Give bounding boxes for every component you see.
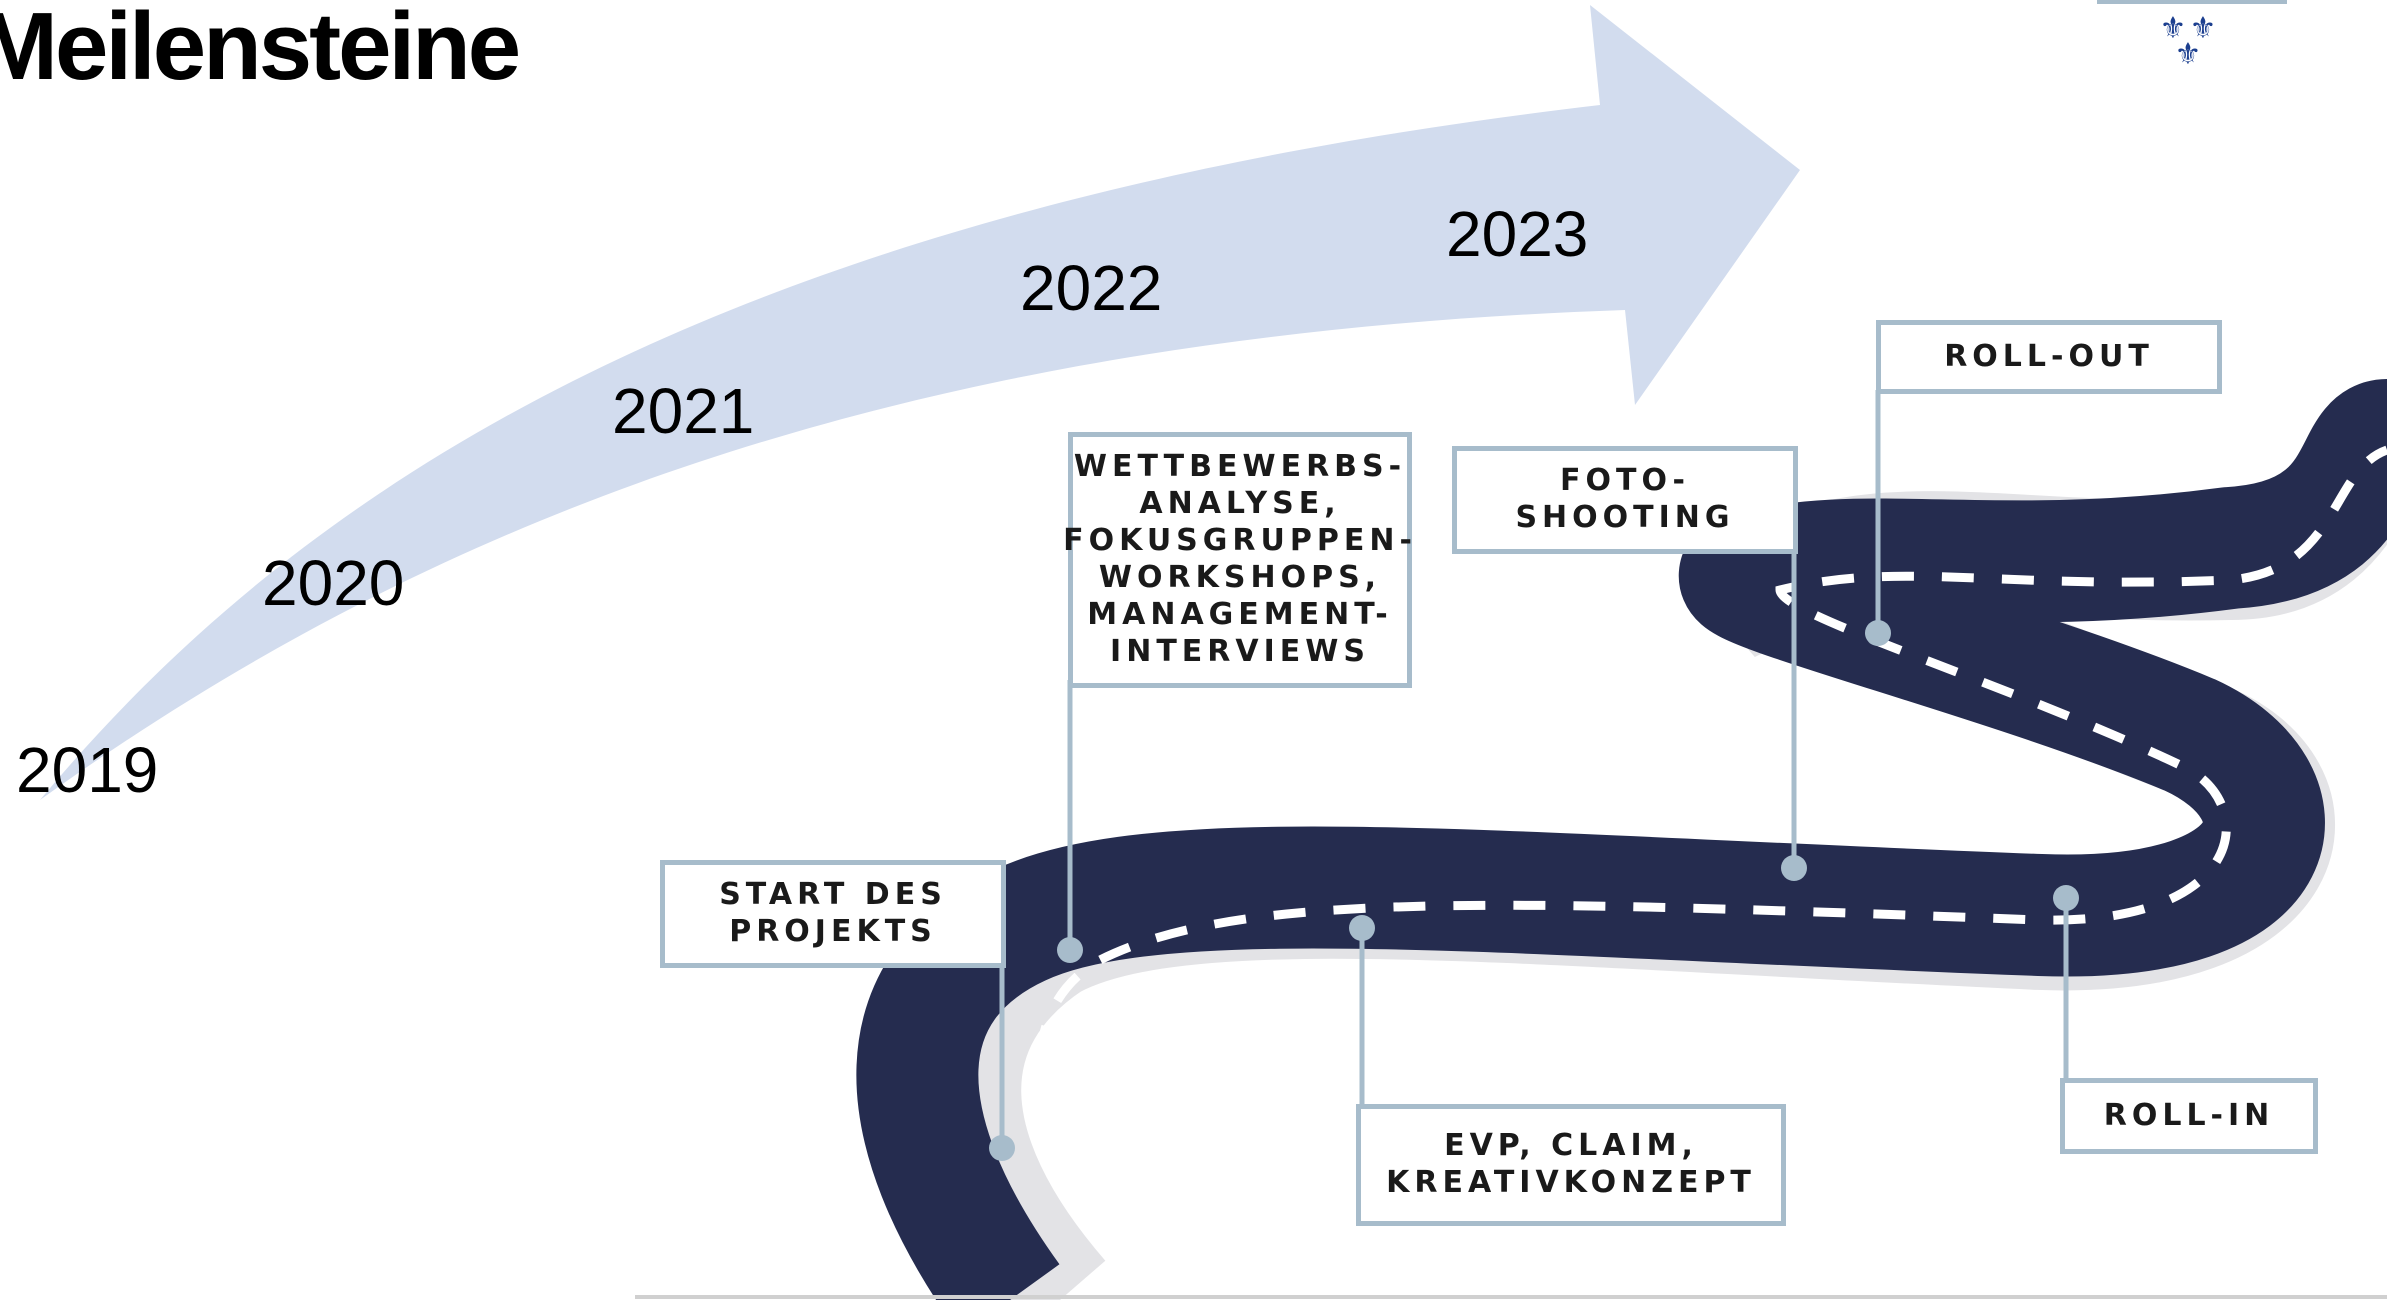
milestone-connectors — [999, 390, 2069, 1148]
road — [856, 379, 2387, 1300]
milestone-rollin-box: ROLL-IN — [2060, 1078, 2318, 1154]
year-label-2019: 2019 — [16, 734, 159, 806]
year-label-2023: 2023 — [1446, 198, 1589, 270]
year-label-2022: 2022 — [1020, 252, 1163, 324]
svg-text:⚜: ⚜ — [2190, 12, 2217, 45]
lane-markings — [1035, 445, 2387, 1278]
milestone-analysis-box: WETTBEWERBS- ANALYSE, FOKUSGRUPPEN- WORK… — [1063, 432, 1412, 688]
milestone-foto-box: FOTO- SHOOTING — [1452, 446, 1798, 554]
timeline-arrow — [40, 5, 1800, 800]
year-label-2021: 2021 — [612, 375, 755, 447]
milestone-start-box: START DES PROJEKTS — [660, 860, 1006, 968]
svg-text:⚜: ⚜ — [2160, 12, 2187, 45]
milestone-evp-box: EVP, CLAIM, KREATIVKONZEPT — [1356, 1104, 1786, 1226]
page-title: Meilensteine — [0, 0, 521, 100]
milestone-rollout-box: ROLL-OUT — [1876, 320, 2222, 394]
milestone-pins — [989, 620, 2079, 1161]
svg-text:⚜: ⚜ — [2175, 38, 2202, 71]
three-fleur-de-lis-icon: ⚜ ⚜ ⚜ — [2097, 0, 2287, 71]
year-label-2020: 2020 — [262, 547, 405, 619]
